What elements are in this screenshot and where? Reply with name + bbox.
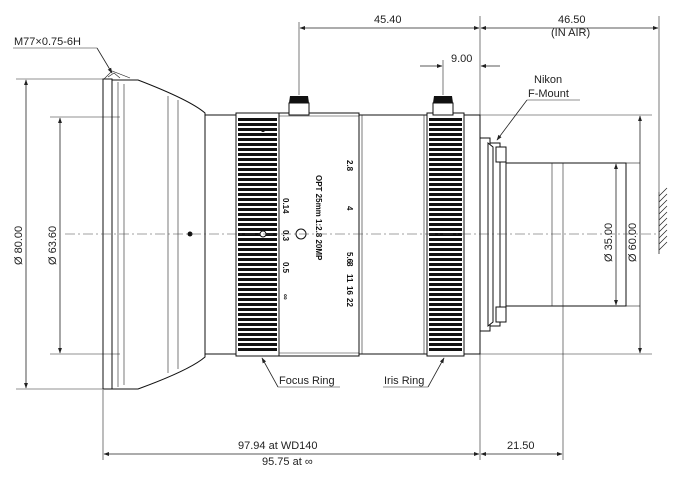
iris-scale-mark: 5.6	[345, 252, 354, 264]
svg-text:(IN AIR): (IN AIR)	[551, 27, 590, 39]
dim-thread: M77×0.75-6H	[13, 36, 113, 74]
callout-mount: Nikon F-Mount	[496, 74, 580, 141]
dim-21-50: 21.50	[480, 306, 564, 460]
svg-text:9.00: 9.00	[451, 53, 472, 65]
svg-text:F-Mount: F-Mount	[528, 88, 569, 100]
iris-scale-mark: 22	[345, 298, 354, 307]
svg-text:Ø 35.00: Ø 35.00	[603, 223, 615, 262]
dim-diameter-80: Ø 80.00	[13, 78, 103, 390]
dim-diameter-35: Ø 35.00	[603, 162, 640, 307]
svg-text:Ø 63.60: Ø 63.60	[47, 226, 59, 265]
iris-body	[358, 114, 428, 355]
iris-scale-mark: 11	[345, 274, 354, 283]
main-barrel	[278, 112, 360, 357]
svg-text:21.50: 21.50	[507, 440, 535, 452]
focus-scale-mark: 0.5	[281, 262, 290, 274]
front-barrel	[111, 79, 206, 390]
dim-9-00: 9.00	[420, 53, 500, 95]
callout-focus-ring: Focus Ring	[261, 357, 340, 388]
svg-text:Ø 60.00: Ø 60.00	[627, 223, 639, 262]
dim-45-40: 45.40	[298, 14, 481, 115]
iris-ring-knurl	[429, 118, 462, 351]
focus-scale: 0.14 0.3 0.5 ∞	[281, 198, 290, 300]
dim-diameter-63: Ø 63.60	[47, 116, 120, 355]
image-plane	[658, 187, 668, 254]
focus-scale-mark: 0.3	[281, 230, 290, 242]
rear-body	[463, 114, 481, 355]
svg-text:97.94 at WD140: 97.94 at WD140	[238, 440, 318, 452]
dim-46-50: 46.50 (IN AIR)	[480, 14, 660, 192]
iris-scale: 2.8 4 5.68 11 16 22	[345, 160, 354, 307]
callout-iris-ring: Iris Ring	[383, 357, 445, 388]
svg-text:Iris Ring: Iris Ring	[384, 375, 424, 387]
iris-scale-mark: 2.8	[345, 160, 354, 172]
focus-scale-mark: ∞	[281, 294, 290, 300]
iris-scale-mark: 4	[345, 206, 354, 211]
dim-diameter-60: Ø 60.00	[480, 114, 652, 355]
lock-screw-focus	[288, 96, 310, 116]
model-engraving: OPT 25mm 1:2.8 20MP	[314, 175, 323, 261]
iris-scale-mark: 8	[345, 262, 354, 267]
svg-text:Ø 80.00: Ø 80.00	[13, 226, 25, 265]
lock-screw-iris	[432, 96, 454, 116]
svg-text:46.50: 46.50	[558, 14, 586, 26]
svg-text:45.40: 45.40	[374, 14, 402, 26]
svg-text:Nikon: Nikon	[534, 74, 562, 86]
svg-text:95.75 at ∞: 95.75 at ∞	[262, 456, 313, 468]
rear-tube	[505, 162, 627, 307]
svg-text:Focus Ring: Focus Ring	[279, 375, 335, 387]
focus-scale-mark: 0.14	[281, 198, 290, 214]
iris-scale-mark: 16	[345, 286, 354, 295]
lens-neck	[204, 114, 237, 355]
focus-ring-knurl	[238, 118, 277, 351]
dim-overall-length: 97.94 at WD140 95.75 at ∞	[102, 354, 481, 468]
svg-text:M77×0.75-6H: M77×0.75-6H	[14, 36, 81, 48]
